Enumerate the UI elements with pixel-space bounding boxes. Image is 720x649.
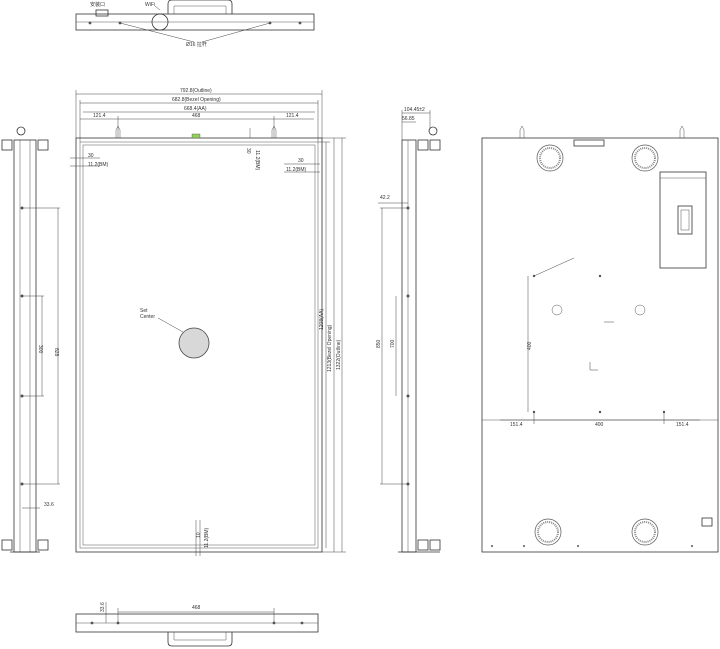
set-center-label-2: Center: [140, 314, 155, 320]
tie-rod-label: Ø16 拉杆: [186, 41, 207, 48]
dim-151-4-left: 151.4: [510, 422, 523, 428]
bezel-width: 682.8(Bezel Opening): [172, 97, 221, 103]
dim-33-6-bottom: 33.6: [100, 602, 106, 612]
dim-11-2-right: 11.2(BM): [286, 167, 307, 173]
outline-width: 792.8(Outline): [180, 88, 212, 94]
fan-bottom-left: [534, 518, 562, 546]
dim-121-4-left: 121.4: [93, 113, 106, 119]
dim-400-horizontal: 400: [595, 422, 604, 428]
dim-850: 850: [376, 339, 382, 348]
bezel-height: 1213(Bezel Opening): [327, 324, 333, 372]
dim-11-2-bottom: 11.2(BM): [204, 527, 210, 548]
dim-33-6: 33.6: [44, 502, 54, 508]
right-side-view: 104.45±2 56.85 42.2 850 700: [376, 107, 441, 553]
dim-42-2: 42.2: [380, 195, 390, 201]
fan-bottom-right: [631, 518, 659, 546]
dim-10-bottom: 10: [196, 532, 202, 538]
aa-width: 668.4(AA): [184, 106, 207, 112]
dim-30-left: 30: [88, 153, 94, 159]
dim-400-vertical: 400: [527, 341, 533, 350]
dim-300: 300: [37, 345, 43, 354]
dim-468-bottom: 468: [192, 605, 201, 611]
outline-height: 1322(Outline): [336, 339, 342, 370]
dim-30-right: 30: [298, 158, 304, 164]
dim-151-4-right: 151.4: [676, 422, 689, 428]
fan-top-left: [536, 144, 564, 172]
set-center-label: Set: [140, 308, 148, 314]
port-label: 安装口: [90, 1, 105, 8]
wifi-label: WiFi: [145, 2, 155, 8]
fan-top-right: [631, 144, 659, 172]
top-view: 安装口 WiFi Ø16 拉杆: [75, 0, 315, 48]
dim-121-4-right: 121.4: [286, 113, 299, 119]
dim-468-top: 468: [192, 113, 201, 119]
back-view: 400 151.4 400 151.4: [481, 125, 719, 553]
set-center-circle: [178, 327, 210, 359]
depth-bezel: 56.85: [402, 116, 415, 122]
aa-height: 1208(AA): [319, 309, 325, 330]
dim-11-2-top-right: 11.2(BM): [254, 150, 260, 171]
bottom-view: 468 33.6: [75, 602, 319, 647]
depth-total: 104.45±2: [404, 107, 425, 113]
front-view: 792.8(Outline) 682.8(Bezel Opening) 668.…: [70, 88, 346, 556]
left-side-view: 828 300 33.6: [1, 126, 60, 553]
dim-11-2-left: 11.2(BM): [88, 162, 109, 168]
dim-828: 828: [53, 348, 59, 357]
dim-30-top-right: 30: [245, 148, 251, 154]
dim-700: 700: [390, 339, 396, 348]
io-panel: [659, 171, 707, 269]
